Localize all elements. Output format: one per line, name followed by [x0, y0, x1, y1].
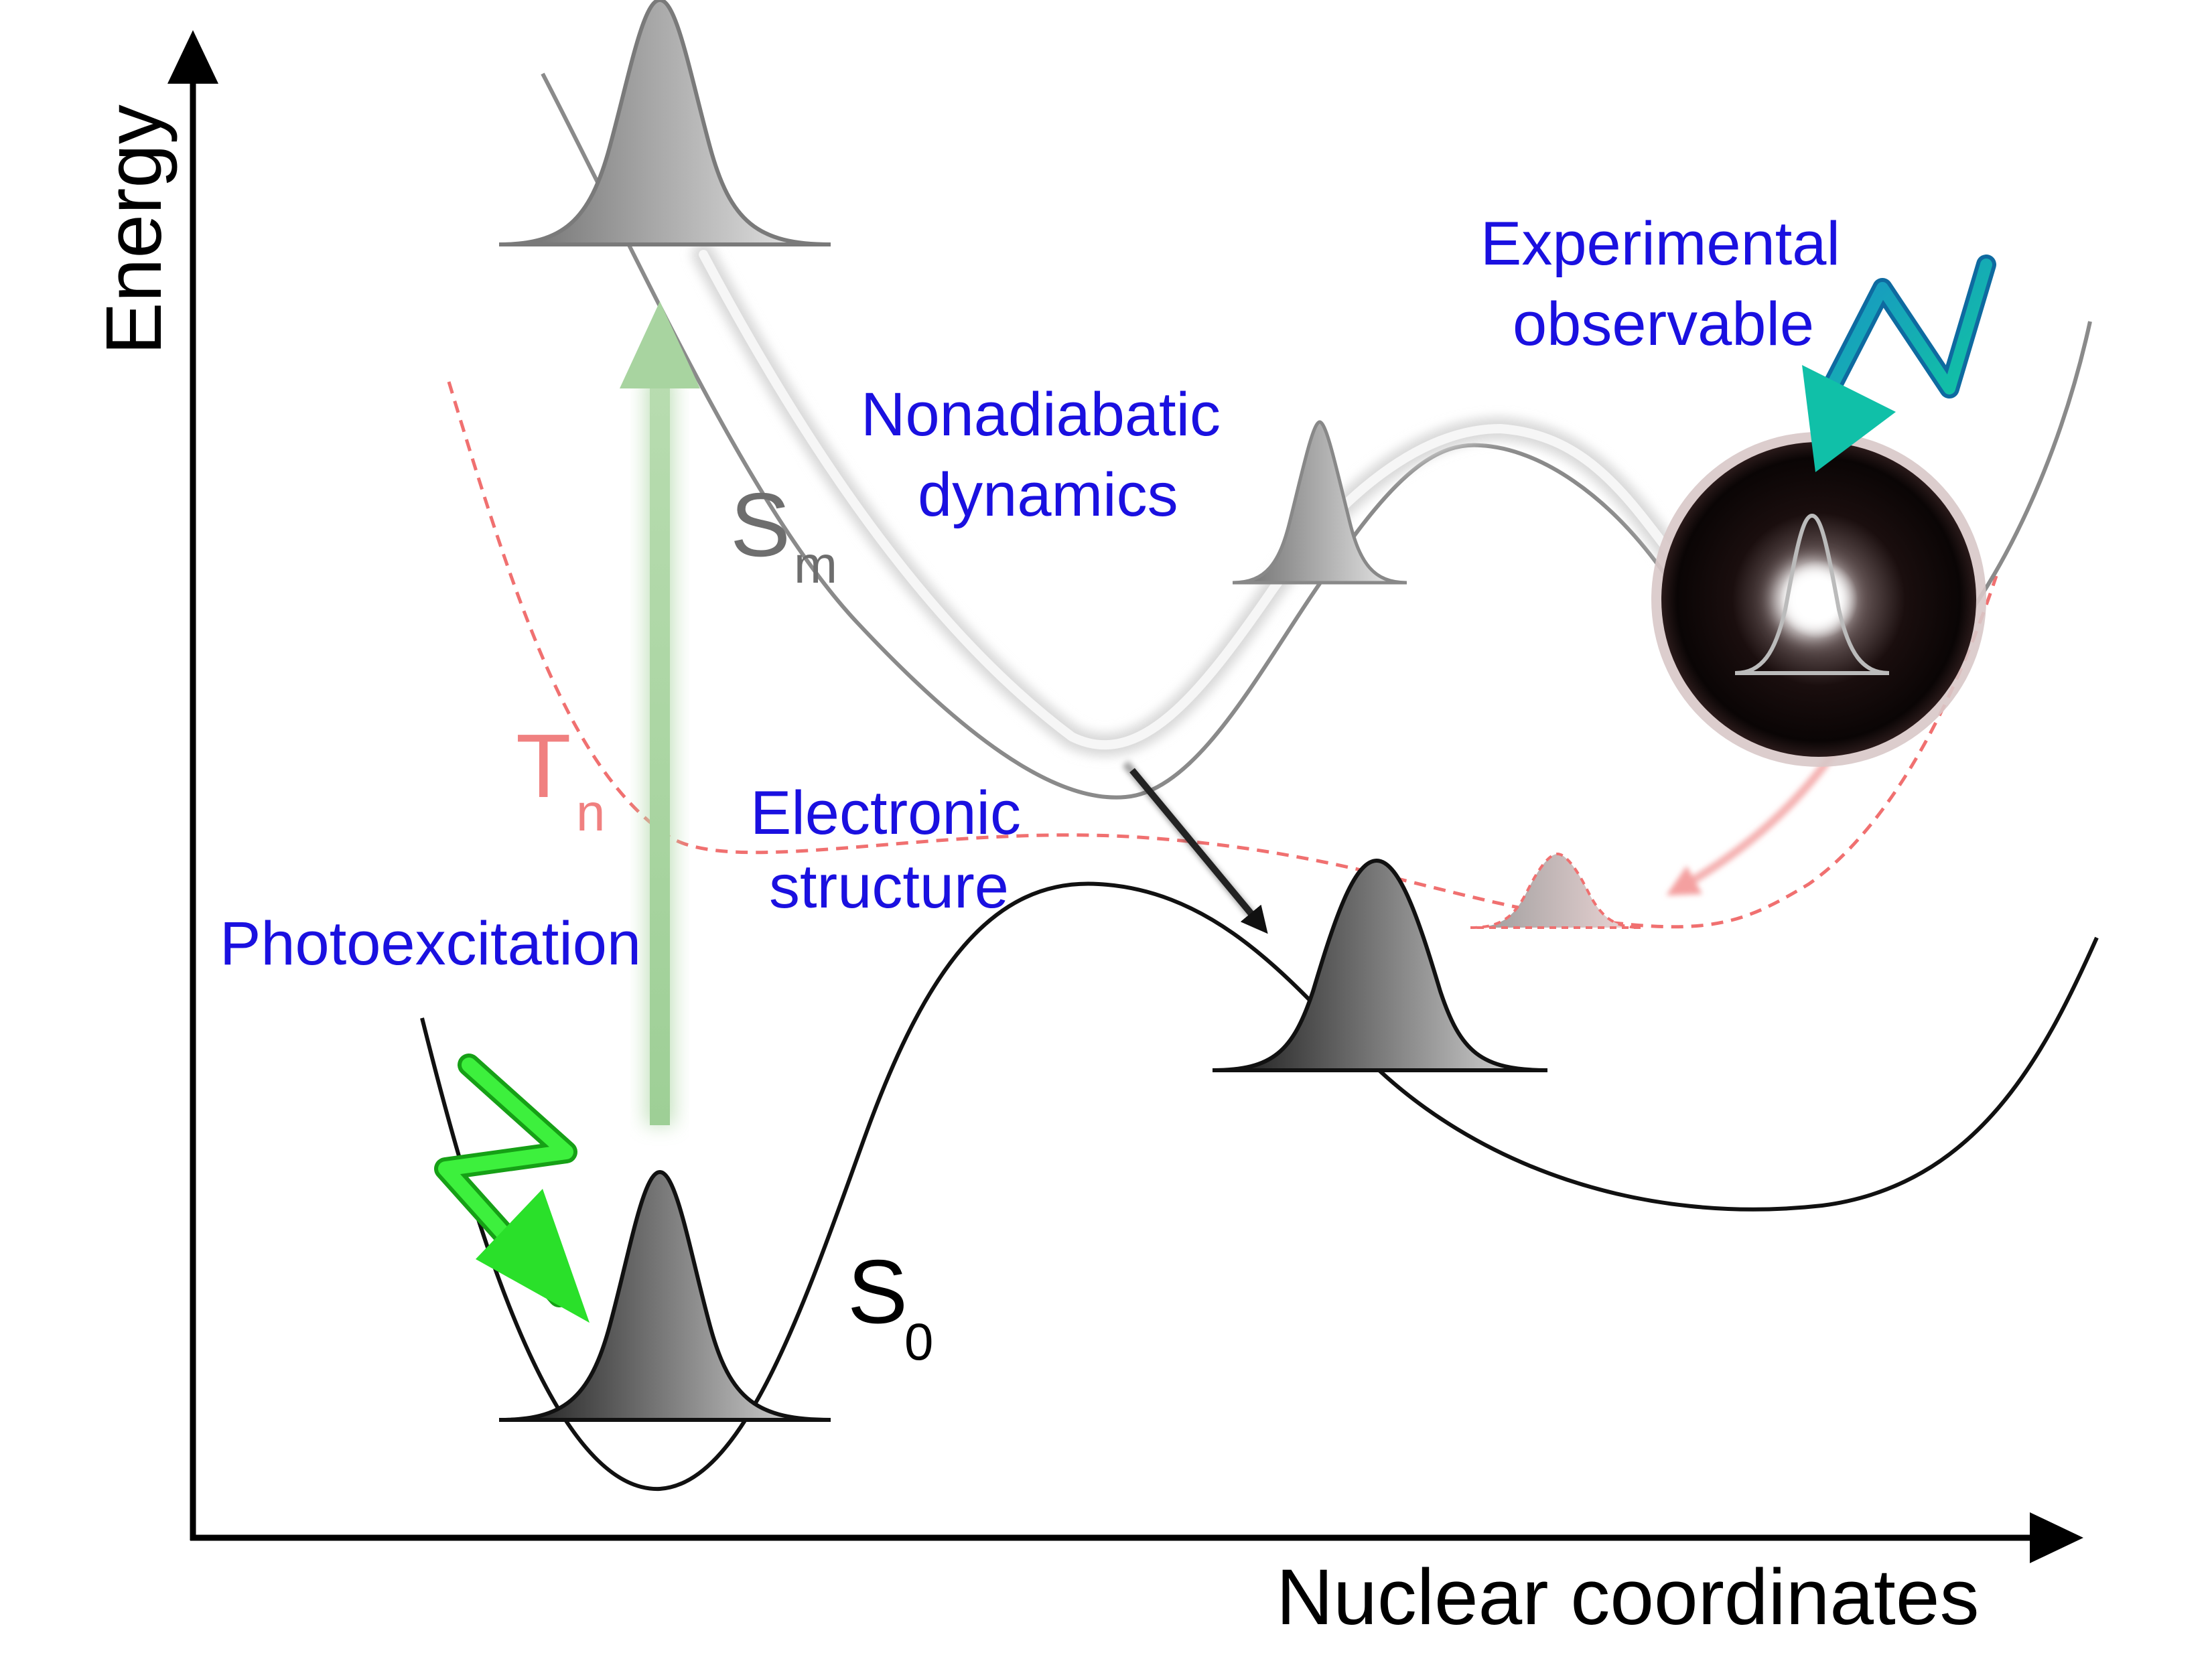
state-tn-sub: n: [576, 783, 605, 842]
y-axis-label: Energy: [90, 104, 178, 355]
wavepacket-excited-top: [498, 0, 831, 246]
wavepacket-triplet: [1470, 852, 1642, 929]
decay-arrow: [1122, 761, 1268, 934]
annotation-electronic-1: Electronic: [750, 779, 1021, 847]
state-tn-main: T: [516, 715, 571, 816]
photoexcitation-arrow: [620, 301, 700, 1125]
y-axis-arrowhead: [167, 30, 218, 84]
wavepacket-product: [1212, 858, 1548, 1072]
annotation-nonadiabatic-2: dynamics: [918, 461, 1178, 529]
annotation-experimental-1: Experimental: [1480, 210, 1840, 278]
state-s0-sub: 0: [904, 1312, 933, 1371]
x-axis-arrowhead: [2030, 1512, 2083, 1563]
observable-orb: [1651, 432, 1986, 767]
x-axis-label: Nuclear coordinates: [1276, 1553, 1979, 1642]
annotation-electronic-2: structure: [769, 853, 1009, 921]
annotation-nonadiabatic-1: Nonadiabatic: [861, 380, 1221, 449]
state-s0-main: S: [847, 1241, 908, 1342]
annotation-experimental-2: observable: [1513, 290, 1814, 358]
state-label-tn: T n: [516, 715, 605, 842]
ground-state-curve: [420, 881, 2099, 1492]
wavepacket-excited-mid: [1232, 420, 1407, 585]
triplet-state-curve: [447, 381, 1998, 929]
annotation-photoexcitation: Photoexcitation: [220, 910, 641, 978]
state-sm-sub: m: [794, 535, 837, 594]
state-label-s0: S 0: [847, 1241, 933, 1371]
state-sm-main: S: [730, 474, 790, 575]
wavepacket-ground: [498, 1169, 831, 1422]
photon-bolt-icon: [434, 1054, 590, 1323]
axes: [167, 30, 2083, 1563]
state-label-sm: S m: [730, 474, 837, 594]
probe-bolt-icon: [1802, 255, 1996, 472]
